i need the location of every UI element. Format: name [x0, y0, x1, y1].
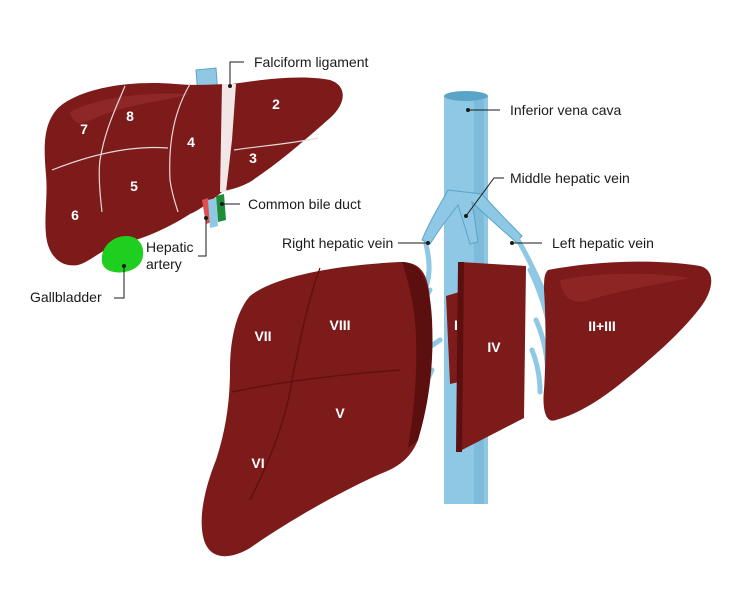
artery-label-line1: Hepatic — [146, 239, 193, 255]
gallbladder — [101, 236, 144, 273]
small-liver: 7 8 4 2 3 5 6 — [44, 67, 343, 273]
small-seg-6: 6 — [71, 207, 79, 223]
falciform-ligament — [220, 84, 236, 192]
falciform-dot — [228, 84, 232, 88]
small-seg-4: 4 — [187, 134, 195, 150]
gallbladder-dot — [122, 264, 126, 268]
right-vein-dot — [426, 241, 430, 245]
small-seg-7: 7 — [80, 121, 88, 137]
big-seg-I: I — [454, 317, 458, 333]
segment-IV-body — [458, 262, 526, 452]
right-lobe-cut-face — [402, 262, 433, 448]
left-vein-label: Left hepatic vein — [552, 235, 654, 251]
middle-vein-dot — [464, 214, 468, 218]
gallbladder-label: Gallbladder — [30, 289, 102, 305]
big-seg-VI: VI — [251, 455, 264, 471]
artery-leader — [198, 218, 207, 257]
small-liver-body — [44, 77, 343, 266]
hepatic-vein-trunk — [421, 189, 523, 245]
big-seg-VIII: VIII — [329, 317, 350, 333]
right-vein-label: Right hepatic vein — [282, 235, 393, 251]
small-liver-highlight — [70, 93, 190, 124]
falciform-label: Falciform ligament — [254, 54, 368, 70]
small-seg-3: 3 — [249, 150, 257, 166]
gallbladder-leader — [114, 266, 125, 299]
bile-duct-dot — [220, 202, 224, 206]
small-seg-8: 8 — [126, 108, 134, 124]
middle-segments: I IV — [446, 262, 526, 452]
left-lobe-highlight — [560, 273, 690, 302]
annotations: Falciform ligament Inferior vena cava Mi… — [30, 54, 654, 305]
falciform-leader — [229, 61, 244, 86]
big-seg-IV: IV — [487, 339, 501, 355]
big-seg-VII: VII — [254, 328, 271, 344]
ivc-label: Inferior vena cava — [510, 102, 621, 118]
small-seg-5: 5 — [130, 178, 138, 194]
artery-label-line2: artery — [146, 256, 182, 272]
common-bile-duct-stub — [216, 194, 226, 222]
left-vein-dot — [510, 241, 514, 245]
small-segment-lines — [51, 83, 319, 213]
right-lobe-body — [201, 262, 432, 557]
left-lobe-body — [543, 261, 712, 421]
ivc-top — [444, 91, 488, 101]
big-seg-V: V — [335, 405, 345, 421]
middle-vein-leader — [465, 177, 504, 217]
middle-vein-label: Middle hepatic vein — [510, 170, 630, 186]
big-seg-II-III: II+III — [588, 318, 616, 334]
artery-dot — [204, 216, 208, 220]
ivc-dot — [466, 108, 470, 112]
segment-IV-edge — [456, 262, 464, 452]
small-seg-2: 2 — [272, 96, 280, 112]
large-left-lobe: II+III — [543, 261, 712, 421]
portal-stub — [208, 198, 218, 228]
right-lobe-lines — [231, 267, 401, 501]
large-right-lobe: VII VIII V VI — [201, 262, 433, 557]
bile-duct-label: Common bile duct — [248, 196, 361, 212]
